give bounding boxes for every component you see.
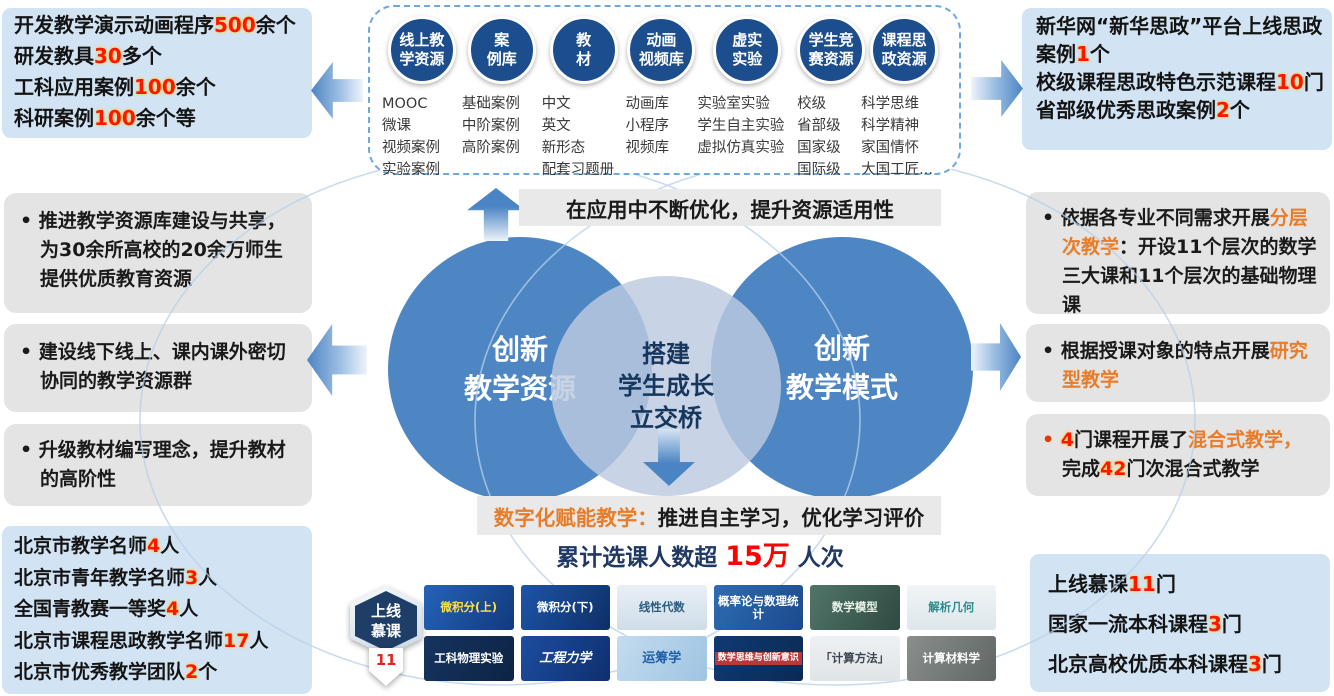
banner-digital-teaching: 数字化赋能教学：推进自主学习，优化学习评价 — [477, 496, 941, 535]
course-thumbnail-grid: 微积分(上) 微积分(下) 线性代数 概率论与数理统计 数学模型 解析几何 — [424, 585, 996, 681]
course-thumbnail: 工程力学 — [520, 636, 610, 681]
mooc-count-badge: 11 — [369, 648, 403, 686]
resource-panel: 线上教 学资源 MOOC 微课 视频案例 实验案例 案 例库 基础案例 中阶案例… — [368, 5, 961, 178]
hexagon-label: 上线 慕课 — [355, 591, 417, 651]
resource-item-list: 中文 英文 新形态 配套习题册 — [541, 96, 615, 178]
note-line: • 升级教材编写理念，提升教材的高阶性 — [20, 439, 286, 490]
note-line: • 4门课程开展了混合式教学，完成42门次混合式教学 — [1042, 429, 1303, 480]
course-title: 数学思维与创新意识 — [714, 652, 802, 665]
course-title: 微积分(下) — [536, 600, 594, 614]
course-thumbnail: 数学思维与创新意识 — [713, 636, 803, 681]
resource-column: 虚实 实验 实验室实验 学生自主实验 虚拟仿真实验 — [697, 16, 797, 181]
resource-category-badge: 案 例库 — [467, 16, 536, 84]
course-thumbnail: 微积分(上) — [424, 585, 514, 630]
hexagon-border: 上线 慕课 — [350, 586, 422, 656]
note-line: • 根据授课对象的特点开展研究型教学 — [1042, 340, 1308, 391]
arrow-right-mid-icon — [971, 323, 1021, 391]
resource-column: 学生竞 赛资源 校级 省部级 国家级 国际级 — [797, 16, 866, 181]
resource-column: 动画 视频库 动画库 小程序 视频库 — [626, 16, 698, 181]
stat-line: 研发教具30多个 — [14, 44, 162, 68]
stat-line: 工科应用案例100余个 — [14, 75, 216, 99]
stat-line: 校级课程思政特色示范课程10门 — [1036, 70, 1324, 94]
note-box-resource-group: • 建设线下线上、课内课外密切协同的教学资源群 — [4, 324, 312, 412]
stat-line: 全国青教赛一等奖4人 — [14, 598, 199, 620]
stat-line: 科研案例100余个等 — [14, 106, 196, 130]
course-thumbnail: 微积分(下) — [520, 585, 610, 630]
note-line: • 依据各专业不同需求开展分层次教学：开设11个层次的数学三大课和11个层次的基… — [1042, 207, 1317, 316]
course-title: 工程力学 — [539, 651, 592, 666]
course-thumbnail: 「计算方法」 — [810, 636, 900, 681]
resource-columns: 线上教 学资源 MOOC 微课 视频案例 实验案例 案 例库 基础案例 中阶案例… — [382, 16, 947, 181]
resource-column: 课程思 政资源 科学思维 科学精神 家国情怀 大国工匠... — [861, 16, 947, 181]
mooc-hexagon-badge: 上线 慕课 — [350, 586, 422, 656]
course-title: 线性代数 — [638, 600, 685, 614]
arrow-right-top-icon — [971, 60, 1023, 117]
resource-category-badge: 虚实 实验 — [713, 16, 782, 84]
course-title: 微积分(上) — [440, 600, 497, 614]
banner-optimization: 在应用中不断优化，提升资源适用性 — [519, 189, 941, 226]
note-box-research-teaching: • 根据授课对象的特点开展研究型教学 — [1026, 324, 1330, 402]
stat-line: 北京市课程思政教学名师17人 — [14, 629, 269, 652]
mooc-count: 11 — [369, 648, 403, 686]
arrow-left-mid-icon — [307, 324, 367, 396]
resource-item-list: 基础案例 中阶案例 高阶案例 — [461, 96, 520, 156]
resource-category-badge: 线上教 学资源 — [387, 16, 456, 84]
course-title: 运筹学 — [642, 651, 682, 666]
stat-line: 上线慕课11门 — [1048, 572, 1176, 596]
course-thumbnail: 工科物理实验 — [424, 636, 514, 681]
resource-category-badge: 动画 视频库 — [627, 16, 696, 84]
note-box-textbook: • 升级教材编写理念，提升教材的高阶性 — [4, 424, 312, 506]
stat-box-animations: 开发教学演示动画程序500余个研发教具30多个工科应用案例100余个科研案例10… — [2, 8, 312, 138]
course-thumbnail: 计算材料学 — [906, 636, 996, 681]
stat-line: 北京市青年教学名师3人 — [14, 566, 218, 589]
note-line: • 建设线下线上、课内课外密切协同的教学资源群 — [20, 341, 286, 392]
note-line: • 推进教学资源库建设与共享，为30余所高校的20余万师生提供优质教育资源 — [20, 210, 286, 290]
resource-category-badge: 课程思 政资源 — [870, 16, 939, 84]
course-thumbnail: 概率论与数理统计 — [713, 585, 803, 630]
resource-category-badge: 教 材 — [549, 16, 618, 84]
course-thumbnail: 线性代数 — [617, 585, 707, 630]
course-title: 概率论与数理统计 — [718, 593, 799, 621]
stat-line: 新华网“新华思政”平台上线思政案例1个 — [1036, 14, 1323, 66]
arrow-up-icon — [467, 188, 525, 241]
enrollment-stats: 累计选课人数超 15万 人次 — [556, 541, 844, 572]
resource-column: 教 材 中文 英文 新形态 配套习题册 — [542, 16, 626, 181]
resource-item-list: 科学思维 科学精神 家国情怀 大国工匠... — [861, 96, 933, 178]
resource-item-list: 动画库 小程序 视频库 — [625, 96, 670, 156]
note-box-blended-teaching: • 4门课程开展了混合式教学，完成42门次混合式教学 — [1026, 414, 1330, 496]
resource-item-list: MOOC 微课 视频案例 实验案例 — [382, 96, 440, 178]
stat-line: 北京市教学名师4人 — [14, 535, 180, 557]
stat-line: 北京市优秀教学团队2个 — [14, 661, 218, 683]
course-title: 「计算方法」 — [820, 651, 890, 665]
stat-line: 国家一流本科课程3门 — [1048, 612, 1242, 636]
course-title: 工科物理实验 — [434, 651, 504, 665]
stat-line: 省部级优秀思政案例2个 — [1036, 98, 1250, 122]
stat-line: 开发教学演示动画程序500余个 — [14, 13, 296, 37]
stat-box-courses: 上线慕课11门国家一流本科课程3门北京高校优质本科课程3门 — [1030, 554, 1330, 692]
course-title: 解析几何 — [928, 600, 975, 614]
stat-box-teachers: 北京市教学名师4人北京市青年教学名师3人全国青教赛一等奖4人北京市课程思政教学名… — [2, 526, 312, 694]
arrow-left-top-icon — [311, 62, 363, 119]
resource-item-list: 校级 省部级 国家级 国际级 — [797, 96, 841, 178]
stat-box-sizheng: 新华网“新华思政”平台上线思政案例1个校级课程思政特色示范课程10门省部级优秀思… — [1022, 8, 1332, 150]
stat-line: 北京高校优质本科课程3门 — [1048, 652, 1282, 676]
course-title: 计算材料学 — [922, 651, 981, 665]
note-box-layered-teaching: • 依据各专业不同需求开展分层次教学：开设11个层次的数学三大课和11个层次的基… — [1026, 192, 1330, 316]
course-title: 数学模型 — [831, 600, 878, 614]
course-thumbnail: 解析几何 — [906, 585, 996, 630]
resource-column: 线上教 学资源 MOOC 微课 视频案例 实验案例 — [382, 16, 462, 181]
resource-column: 案 例库 基础案例 中阶案例 高阶案例 — [462, 16, 542, 181]
course-thumbnail: 运筹学 — [617, 636, 707, 681]
resource-item-list: 实验室实验 学生自主实验 虚拟仿真实验 — [697, 96, 785, 156]
resource-category-badge: 学生竞 赛资源 — [797, 16, 866, 84]
note-box-resource-sharing: • 推进教学资源库建设与共享，为30余所高校的20余万师生提供优质教育资源 — [4, 193, 312, 313]
course-thumbnail: 数学模型 — [810, 585, 900, 630]
